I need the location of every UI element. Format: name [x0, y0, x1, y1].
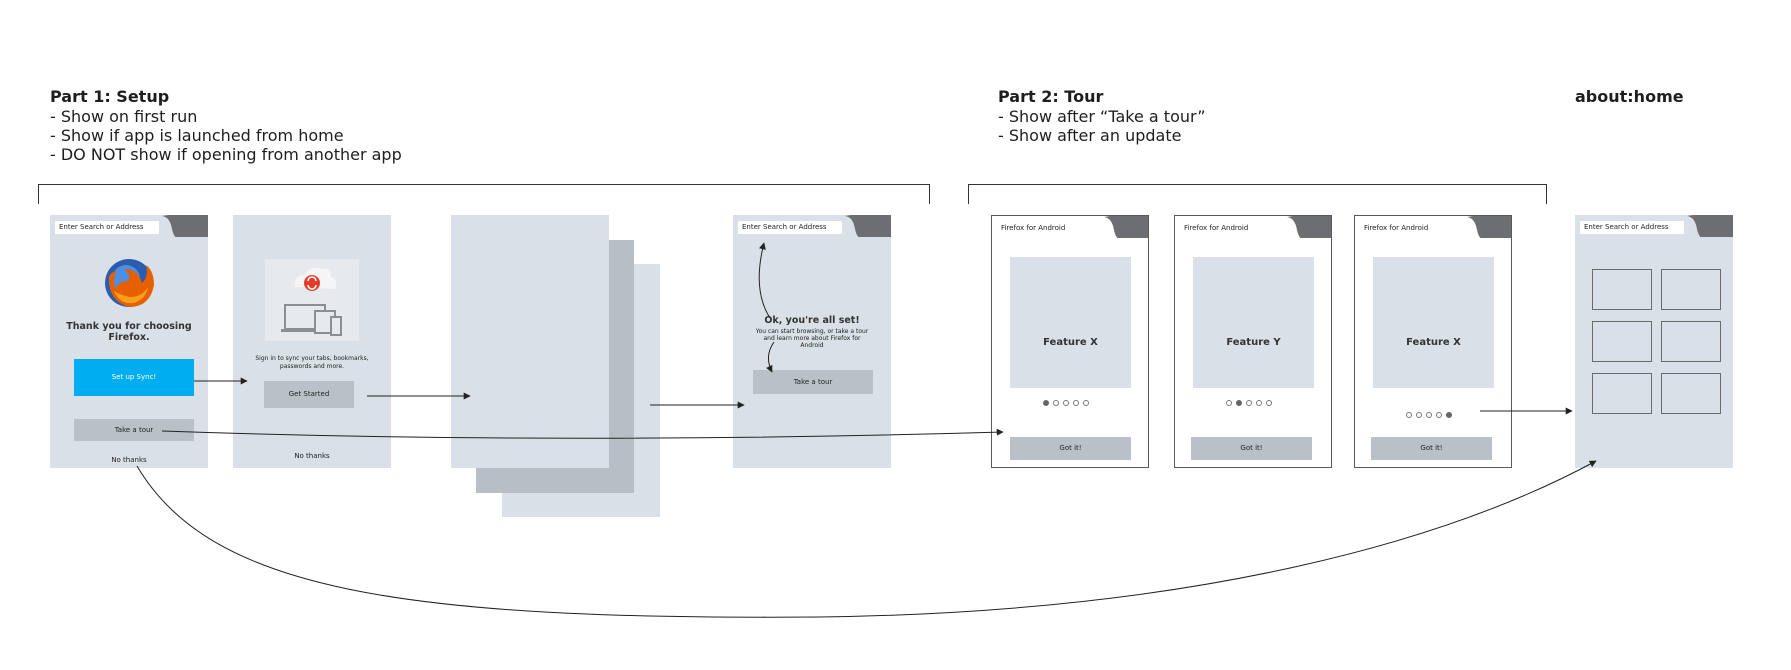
arrow-tour-to-tour — [161, 428, 1004, 439]
browser-tab-shape — [845, 215, 891, 237]
page-dot-active — [1043, 400, 1049, 406]
sync-description: Sign in to sync your tabs, bookmarks, pa… — [255, 355, 369, 370]
part3-title: about:home — [1575, 87, 1684, 106]
browser-tab-shape — [1687, 215, 1733, 237]
take-tour-button[interactable]: Take a tour — [753, 370, 873, 394]
page-dot-active — [1236, 400, 1242, 406]
browser-tab-shape — [162, 215, 208, 237]
page-dot — [1083, 400, 1089, 406]
page-dot — [1226, 400, 1232, 406]
browser-tab-shape — [1104, 216, 1148, 238]
sync-screen: Sign in to sync your tabs, bookmarks, pa… — [233, 215, 391, 468]
url-bar[interactable]: Enter Search or Address — [55, 221, 159, 234]
url-bar[interactable]: Enter Search or Address — [1580, 221, 1684, 234]
all-set-description: You can start browsing, or take a tour a… — [755, 328, 869, 349]
get-started-button[interactable]: Get Started — [264, 381, 354, 408]
stack-page-front — [451, 215, 609, 468]
got-it-button[interactable]: Got it! — [1191, 437, 1312, 460]
thank-you-text: Thank you for choosing Firefox. — [66, 321, 192, 343]
tour-screen-3: Firefox for Android Feature X Got it! — [1354, 215, 1512, 468]
no-thanks-link[interactable]: No thanks — [294, 452, 330, 460]
part1-title: Part 1: Setup — [50, 87, 170, 106]
browser-tab-shape — [1287, 216, 1331, 238]
page-dot — [1246, 400, 1252, 406]
top-site-tile[interactable] — [1661, 321, 1721, 362]
feature-card: Feature Y — [1193, 257, 1314, 388]
part1-note-1: - Show on first run — [50, 107, 198, 126]
take-tour-button[interactable]: Take a tour — [74, 419, 194, 441]
arrow-allset-to-button — [766, 341, 775, 373]
feature-label: Feature X — [1406, 337, 1461, 348]
page-dot-active — [1446, 412, 1452, 418]
page-indicator — [1043, 400, 1089, 406]
page-dot — [1073, 400, 1079, 406]
all-set-title: Ok, you're all set! — [764, 315, 860, 326]
feature-label: Feature Y — [1226, 337, 1281, 348]
page-dot — [1256, 400, 1262, 406]
url-bar[interactable]: Enter Search or Address — [738, 221, 842, 234]
page-dot — [1436, 412, 1442, 418]
part2-title: Part 2: Tour — [998, 87, 1104, 106]
about-home-screen: Enter Search or Address — [1575, 215, 1733, 468]
arrow-allset-to-urlbar — [758, 242, 771, 319]
page-indicator — [1226, 400, 1272, 406]
firefox-logo-icon — [102, 255, 156, 309]
part2-note-1: - Show after “Take a tour” — [998, 107, 1206, 126]
page-dot — [1406, 412, 1412, 418]
top-site-tile[interactable] — [1592, 373, 1652, 414]
url-bar[interactable]: Firefox for Android — [997, 222, 1101, 235]
browser-tab-shape — [1467, 216, 1511, 238]
feature-card: Feature X — [1010, 257, 1131, 388]
url-bar[interactable]: Firefox for Android — [1360, 222, 1464, 235]
cloud-sync-devices-icon — [265, 259, 359, 341]
top-site-tile[interactable] — [1661, 373, 1721, 414]
got-it-button[interactable]: Got it! — [1371, 437, 1492, 460]
url-bar[interactable]: Firefox for Android — [1180, 222, 1284, 235]
part1-note-3: - DO NOT show if opening from another ap… — [50, 145, 402, 164]
page-dot — [1063, 400, 1069, 406]
page-dot — [1426, 412, 1432, 418]
arrow-nothanks-to-home — [136, 460, 1597, 618]
no-thanks-link[interactable]: No thanks — [111, 456, 147, 464]
page-dot — [1266, 400, 1272, 406]
setup-sync-button[interactable]: Set up Sync! — [74, 359, 194, 396]
page-dot — [1416, 412, 1422, 418]
welcome-screen: Enter Search or Address Thank you for ch… — [50, 215, 208, 468]
part2-bracket — [968, 184, 1547, 204]
feature-card: Feature X — [1373, 257, 1494, 388]
feature-label: Feature X — [1043, 337, 1098, 348]
tour-screen-1: Firefox for Android Feature X Got it! — [991, 215, 1149, 468]
part1-note-2: - Show if app is launched from home — [50, 126, 344, 145]
part1-bracket — [38, 184, 930, 204]
part2-note-2: - Show after an update — [998, 126, 1182, 145]
top-site-tile[interactable] — [1661, 269, 1721, 310]
tour-screen-2: Firefox for Android Feature Y Got it! — [1174, 215, 1332, 468]
page-dot — [1053, 400, 1059, 406]
top-site-tile[interactable] — [1592, 269, 1652, 310]
page-indicator — [1406, 412, 1452, 418]
got-it-button[interactable]: Got it! — [1010, 437, 1131, 460]
top-site-tile[interactable] — [1592, 321, 1652, 362]
all-set-screen: Enter Search or Address Ok, you're all s… — [733, 215, 891, 468]
